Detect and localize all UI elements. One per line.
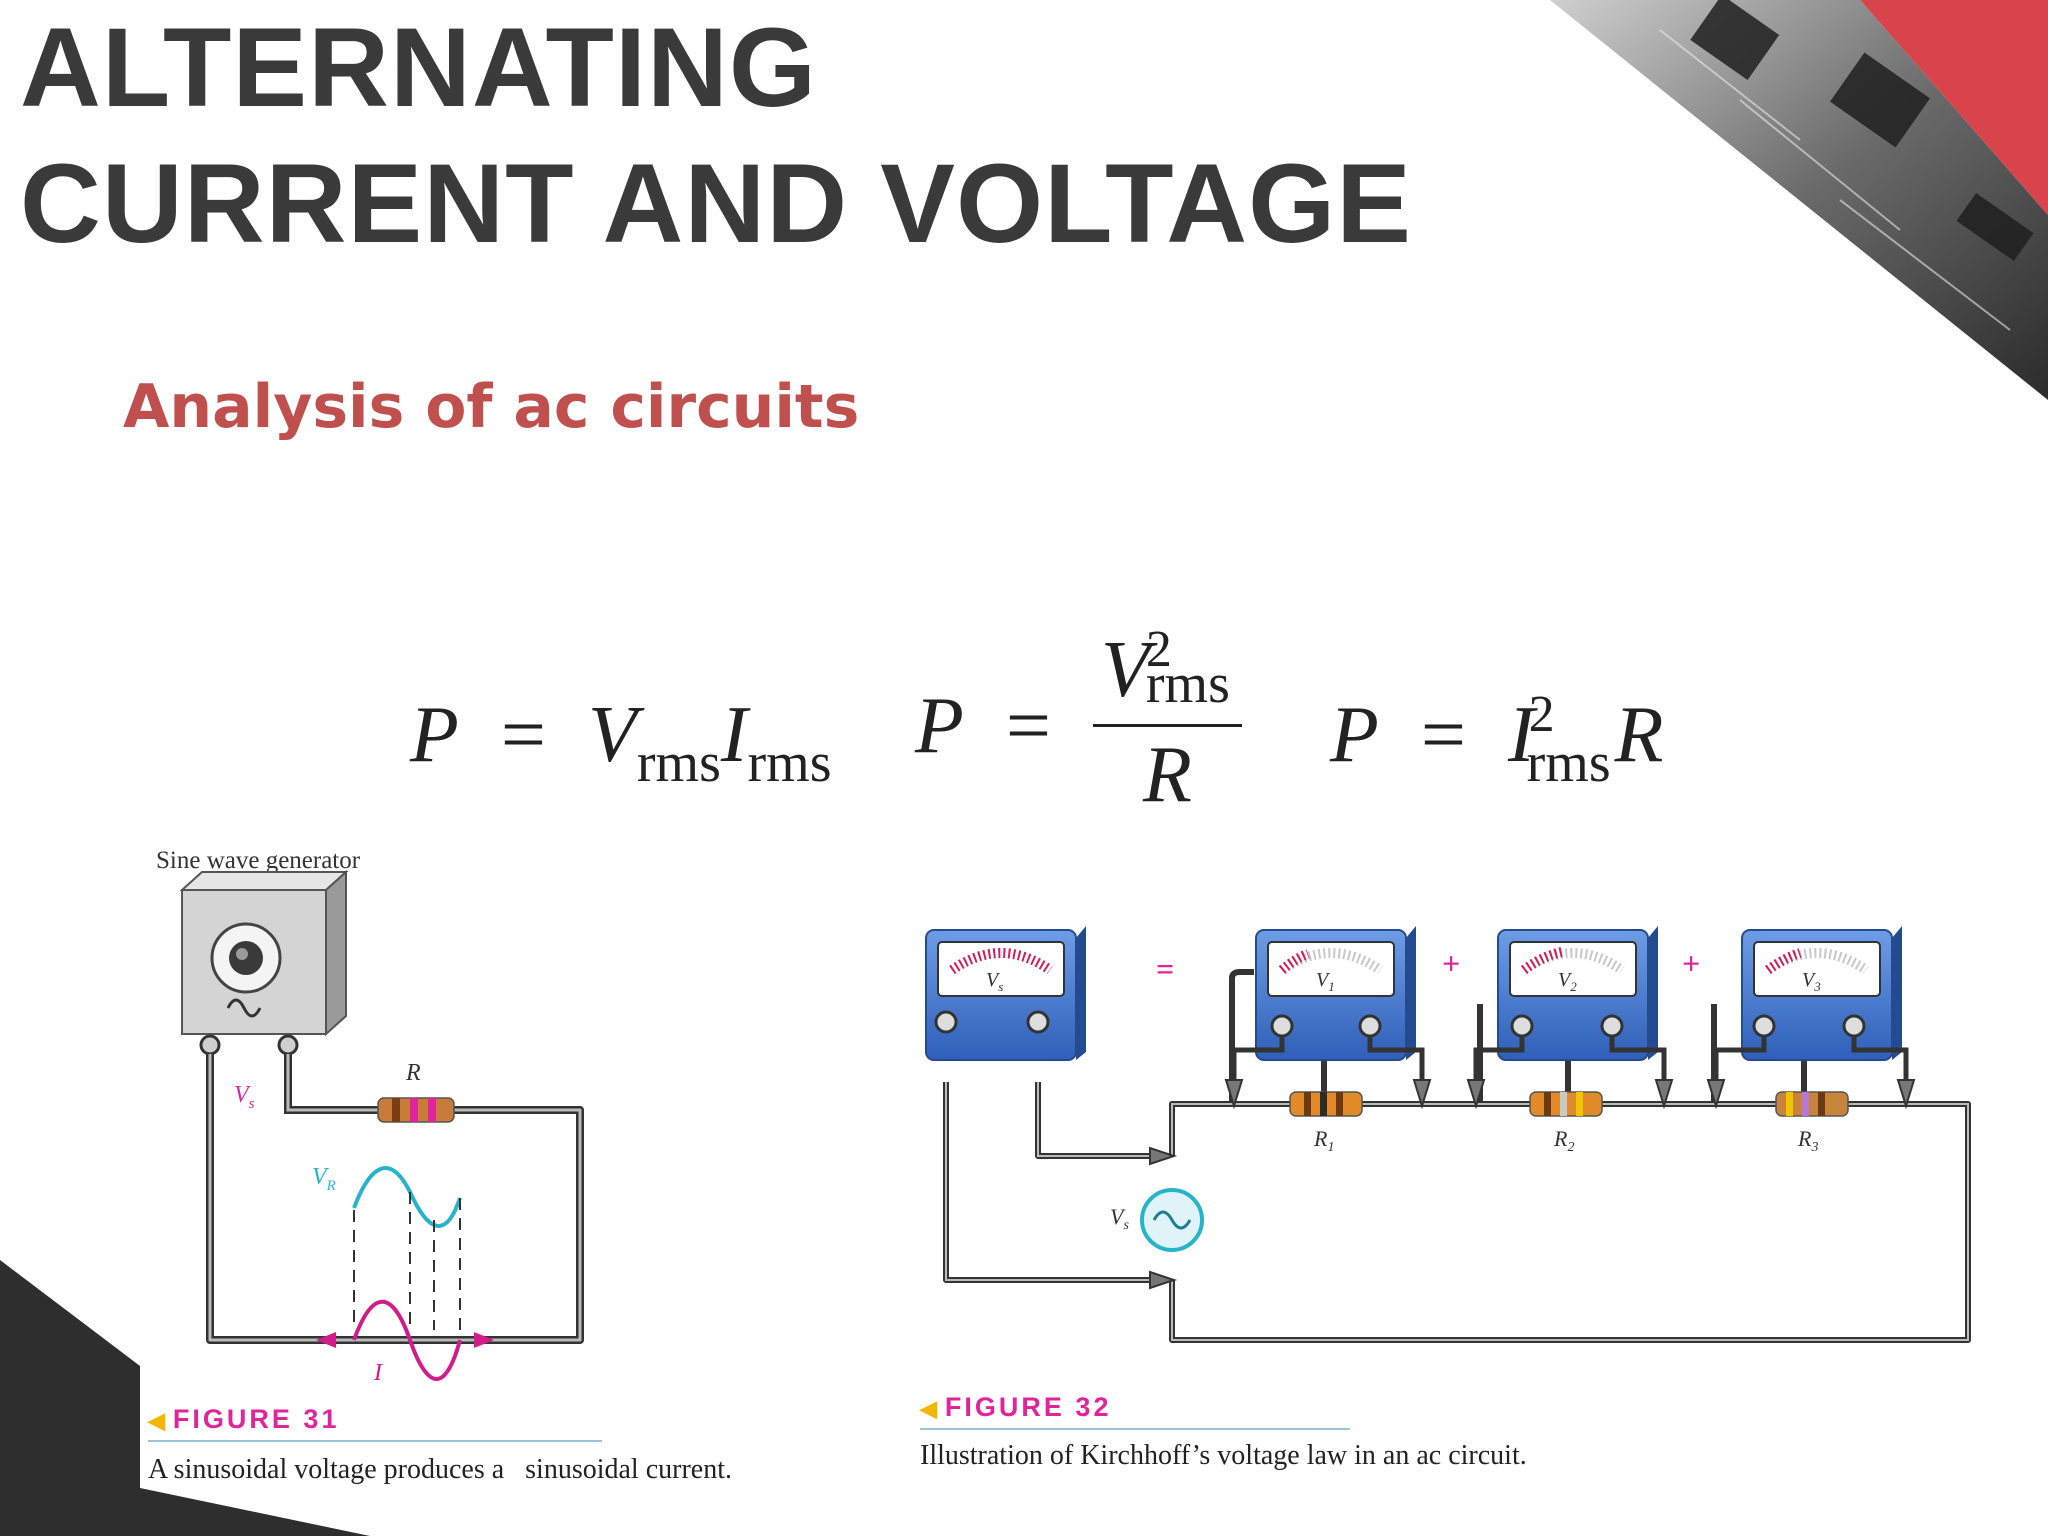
circuit-board-chips <box>1690 0 2034 262</box>
fig31-vs-label: Vs <box>234 1082 255 1112</box>
fig32-meter-v1-label: V1 <box>1316 969 1335 994</box>
fig32-op-equals: = <box>1156 951 1174 987</box>
resistor-icon <box>1289 1091 1363 1117</box>
slide-title: ALTERNATING CURRENT AND VOLTAGE <box>20 0 1412 272</box>
slide-title-line2: CURRENT AND VOLTAGE <box>20 141 1412 266</box>
top-right-decoration <box>1550 0 2048 400</box>
eq1-i: I <box>720 691 748 779</box>
eq2-numerator: V2rms <box>1093 621 1242 727</box>
voltmeter-icon <box>925 926 1086 1061</box>
voltage-wave <box>352 1166 462 1228</box>
fig32-meter-v2-label: V2 <box>1558 969 1577 994</box>
bottom-left-decoration <box>0 1260 370 1536</box>
eq1-i-sub: rms <box>747 732 832 794</box>
slide-subtitle: Analysis of ac circuits <box>123 372 860 442</box>
eq1-v: V <box>588 691 637 779</box>
eq2-num-v: V <box>1101 626 1150 714</box>
figure31-rule <box>148 1440 602 1442</box>
resistor-icon <box>1529 1091 1603 1117</box>
figure31-label-text: FIGURE 31 <box>172 1404 340 1434</box>
fig32-r3-label: R3 <box>1797 1126 1818 1155</box>
eq3-i-sub: rms <box>1526 732 1611 794</box>
figure32-arrow-icon: ◀ <box>920 1396 937 1421</box>
eq2-denominator: R <box>1143 731 1192 819</box>
fig32-meter-v3-label: V3 <box>1802 969 1821 994</box>
sine-wave-generator-icon <box>179 869 349 1056</box>
figure31-caption-a: A sinusoidal voltage produces a <box>148 1454 505 1485</box>
equation-power-vi: P = VrmsIrms <box>410 690 832 794</box>
figure32-diagram: Vs = + + V1 V2 V3 <box>925 926 1971 1343</box>
figure32-label: ◀ FIGURE 32 <box>920 1392 1111 1423</box>
slide-title-line1: ALTERNATING <box>20 5 817 130</box>
red-corner-accent <box>1860 0 2048 215</box>
eq2-fraction: V2rms R <box>1093 621 1242 823</box>
figure32-label-text: FIGURE 32 <box>944 1392 1112 1422</box>
figure32-rule <box>920 1428 1350 1430</box>
fig31-i-label: I <box>373 1360 383 1386</box>
fig31-vr-label: VR <box>312 1164 336 1194</box>
fig32-source-label: Vs <box>1110 1204 1129 1233</box>
current-wave <box>352 1299 462 1381</box>
fig32-r2-label: R2 <box>1553 1126 1574 1155</box>
figure32-caption: Illustration of Kirchhoff’s voltage law … <box>920 1440 1527 1471</box>
fig32-meter-vs-label: Vs <box>986 969 1003 994</box>
voltmeter-icon <box>1741 926 1902 1061</box>
figure31-caption: A sinusoidal voltage produces a sinusoid… <box>148 1454 732 1486</box>
equation-power-i2r: P = I2rmsR <box>1330 686 1664 794</box>
resistor-icon <box>1775 1091 1849 1117</box>
eq1-equals: = <box>500 691 546 779</box>
fig32-op-plus1: + <box>1442 945 1460 981</box>
figure31-diagram: Sine wave generator R Vs VR I <box>156 847 584 1386</box>
ac-source-icon <box>1140 1182 1204 1258</box>
eq3-equals: = <box>1420 691 1466 779</box>
eq1-lhs: P <box>410 691 459 779</box>
fig32-r1-label: R1 <box>1313 1126 1334 1155</box>
fig32-op-plus2: + <box>1682 945 1700 981</box>
resistor-icon <box>377 1097 455 1123</box>
fig31-generator-label: Sine wave generator <box>156 847 361 874</box>
figure31-arrow-icon: ◀ <box>148 1408 165 1433</box>
figure31-label: ◀ FIGURE 31 <box>148 1404 339 1435</box>
figure31-caption-b: sinusoidal current. <box>525 1454 732 1485</box>
equation-power-v2r: P = V2rms R <box>915 621 1242 823</box>
eq3-r: R <box>1614 691 1664 779</box>
voltmeter-icon <box>1255 926 1416 1061</box>
eq3-lhs: P <box>1330 691 1379 779</box>
fig31-r-label: R <box>405 1060 421 1086</box>
eq3-i: I <box>1508 691 1535 779</box>
eq2-lhs: P <box>915 682 964 770</box>
eq2-num-sub: rms <box>1145 653 1230 715</box>
eq1-v-sub: rms <box>636 732 721 794</box>
eq2-num-sup: 2 <box>1145 621 1172 678</box>
voltmeter-icon <box>1497 926 1658 1061</box>
eq3-i-sup: 2 <box>1528 686 1555 743</box>
eq2-equals: = <box>1005 682 1051 770</box>
